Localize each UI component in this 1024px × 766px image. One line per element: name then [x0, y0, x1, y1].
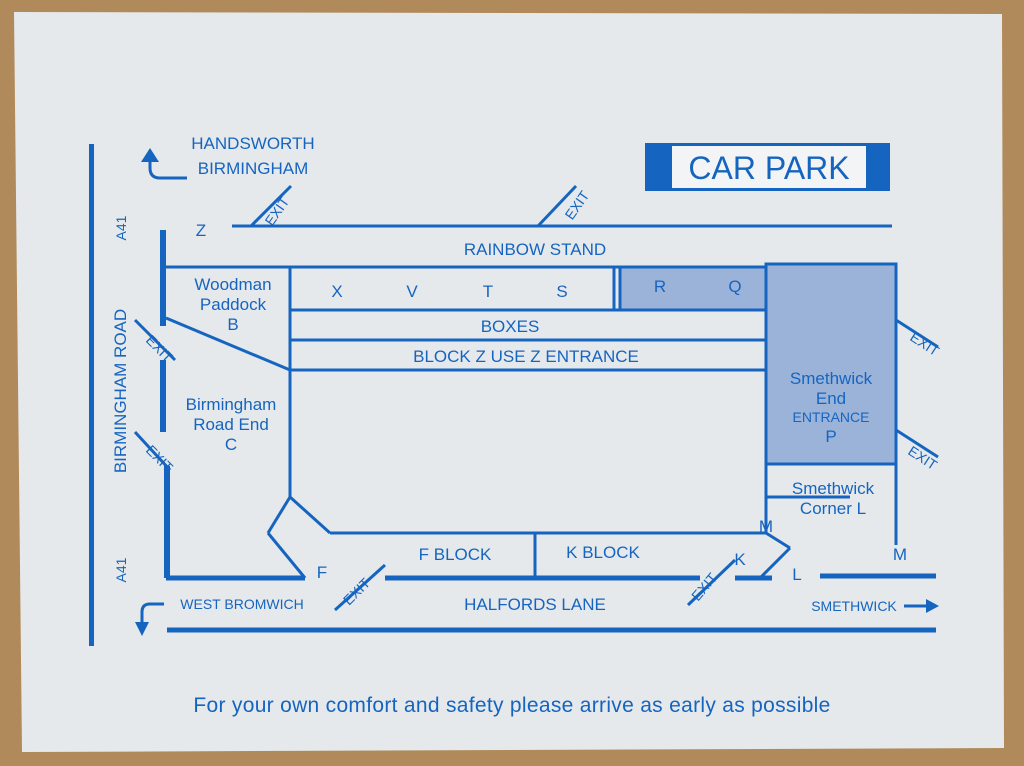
car-park-title-inner — [672, 146, 866, 188]
exit-east-lower-ramp — [895, 428, 939, 459]
exit-top-mid-ramp — [536, 184, 578, 228]
brum-end-line1: Birmingham — [186, 395, 277, 414]
birmingham-road-line — [89, 144, 94, 646]
direction-smethwick: SMETHWICK — [811, 598, 897, 614]
f-block-label: F BLOCK — [419, 545, 492, 564]
smeth-end-line1: Smethwick — [790, 369, 873, 388]
a41-top-label: A41 — [113, 215, 129, 240]
smeth-end-line4: P — [825, 427, 836, 446]
paper — [14, 12, 1004, 752]
east-arrowhead-icon — [926, 599, 939, 613]
west-corner-outer — [266, 496, 292, 534]
exit-south-right-ramp — [686, 558, 737, 607]
arrival-notice: For your own comfort and safety please a… — [193, 694, 831, 717]
entrance-k: K — [734, 550, 746, 569]
exit-south-left-ramp — [333, 563, 387, 612]
exit-east-upper-ramp — [895, 318, 939, 349]
woodman-line1: Woodman — [194, 275, 271, 294]
block-q: Q — [728, 277, 741, 296]
entrance-m-inner: M — [759, 517, 773, 536]
smeth-corner-line1: Smethwick — [792, 479, 875, 498]
block-s: S — [556, 282, 567, 301]
north-arrow-icon — [148, 158, 187, 180]
west-arrowhead-icon — [135, 622, 149, 636]
direction-west-bromwich: WEST BROMWICH — [180, 596, 303, 612]
woodman-diagonal — [165, 316, 291, 372]
entrance-z: Z — [196, 221, 206, 240]
exit-west-lower-ramp — [133, 430, 172, 472]
woodman-line2: Paddock — [200, 295, 267, 314]
entrance-f: F — [317, 563, 327, 582]
north-arrowhead-icon — [141, 148, 159, 162]
pitch-sw-diagonal — [288, 495, 332, 535]
smeth-end-line2: End — [816, 389, 846, 408]
car-park-title: CAR PARK — [688, 150, 849, 186]
brum-end-line3: C — [225, 435, 237, 454]
west-arrow-icon — [140, 602, 164, 626]
west-wall-mid — [160, 360, 166, 432]
corner-se-lower — [758, 546, 792, 580]
west-wall-lower — [164, 466, 170, 578]
west-wall-upper — [160, 230, 166, 326]
exit-top-left-ramp — [249, 184, 293, 228]
k-block-label: K BLOCK — [566, 543, 640, 562]
birmingham-road-label: BIRMINGHAM ROAD — [111, 309, 130, 473]
block-x: X — [331, 282, 342, 301]
west-corner-lower — [266, 532, 307, 579]
smeth-end-line3: ENTRANCE — [792, 409, 869, 425]
entrance-l: L — [792, 565, 801, 584]
block-z-label: BLOCK Z USE Z ENTRANCE — [413, 347, 639, 366]
smeth-corner-line2: Corner L — [800, 499, 866, 518]
smethwick-end-shaded — [764, 262, 898, 466]
rainbow-stand-label: RAINBOW STAND — [464, 240, 606, 259]
a41-bottom-label: A41 — [113, 557, 129, 582]
block-r: R — [654, 277, 666, 296]
brum-end-line2: Road End — [193, 415, 269, 434]
halfords-lane-label: HALFORDS LANE — [464, 595, 606, 614]
entrance-m-outer: M — [893, 545, 907, 564]
exit-west-upper-ramp — [133, 318, 177, 362]
block-t: T — [483, 282, 493, 301]
blocks-rq-shaded — [618, 265, 768, 312]
boxes-label: BOXES — [481, 317, 540, 336]
direction-handsworth: HANDSWORTH — [191, 134, 314, 153]
block-v: V — [406, 282, 418, 301]
direction-birmingham: BIRMINGHAM — [198, 159, 309, 178]
woodman-line3: B — [227, 315, 238, 334]
corner-se-diagonal — [765, 531, 791, 550]
